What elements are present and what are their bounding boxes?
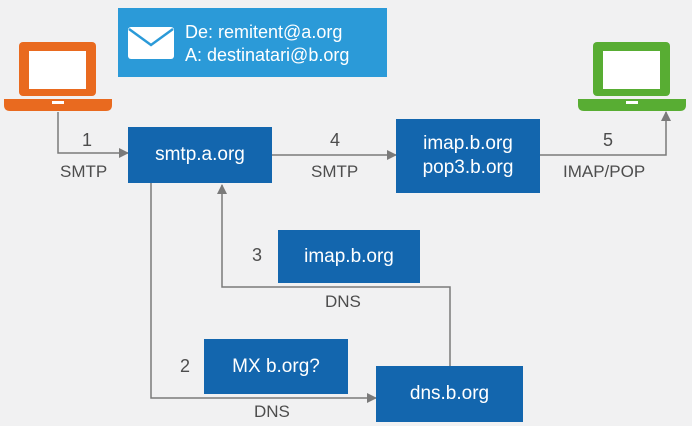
step-5-protocol: IMAP/POP <box>563 162 646 181</box>
imap-b-server: imap.b.org pop3.b.org <box>396 119 540 193</box>
dns-b-server: dns.b.org <box>376 366 523 422</box>
smtp-a-server: smtp.a.org <box>128 127 272 183</box>
sender-laptop-icon <box>4 42 112 111</box>
step-5-number: 5 <box>603 130 614 150</box>
dns-query-box: MX b.org? <box>204 339 348 394</box>
step-3-protocol: DNS <box>325 292 361 311</box>
arrow-step-1 <box>57 112 129 158</box>
step-1-number: 1 <box>82 130 93 150</box>
arrow-step-2 <box>150 183 377 403</box>
pop3-b-label: pop3.b.org <box>422 157 514 178</box>
step-4-protocol: SMTP <box>311 162 359 181</box>
dns-answer-box: imap.b.org <box>278 230 420 283</box>
step-1-protocol: SMTP <box>60 162 108 181</box>
email-to: A: destinatari@b.org <box>185 45 350 65</box>
email-header-card: De: remitent@a.org A: destinatari@b.org <box>118 8 387 77</box>
smtp-a-label: smtp.a.org <box>155 144 245 165</box>
step-2-protocol: DNS <box>254 402 290 421</box>
imap-b-label: imap.b.org <box>423 133 513 154</box>
recipient-laptop-icon <box>578 42 686 111</box>
dns-answer-label: imap.b.org <box>304 245 394 267</box>
arrow-step-3 <box>217 184 451 366</box>
step-2-number: 2 <box>180 356 191 376</box>
arrow-step-5 <box>540 111 671 156</box>
step-3-number: 3 <box>252 245 263 265</box>
envelope-icon <box>128 27 174 59</box>
dns-b-label: dns.b.org <box>409 383 490 404</box>
step-4-number: 4 <box>330 130 341 150</box>
dns-query-label: MX b.org? <box>232 355 320 377</box>
email-from: De: remitent@a.org <box>185 22 343 42</box>
